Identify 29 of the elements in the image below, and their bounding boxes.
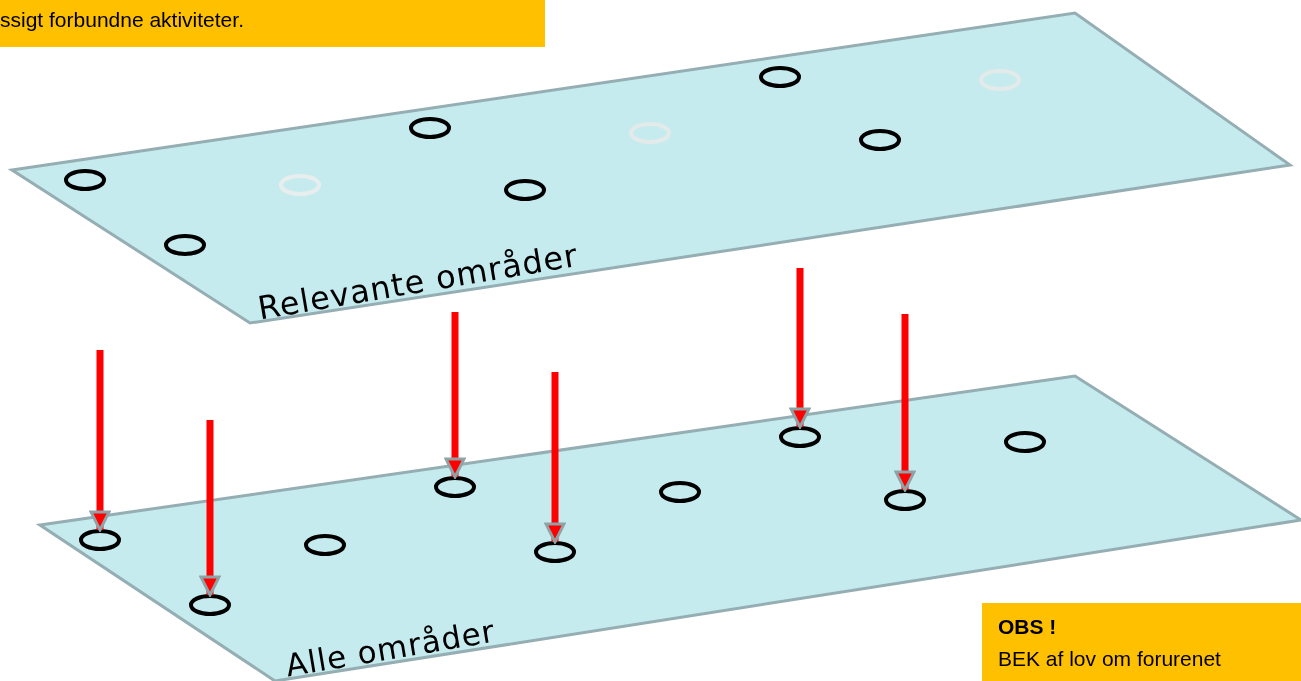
plane-panel xyxy=(36,372,1301,681)
note-text: OBS ! xyxy=(998,615,1057,639)
note-text: BEK af lov om forurenet xyxy=(998,647,1221,671)
ring-mark xyxy=(859,129,901,151)
ring-mark xyxy=(279,174,321,196)
ring-mark xyxy=(779,426,821,448)
arrow xyxy=(894,314,916,492)
ring-mark xyxy=(504,179,546,201)
ring-mark xyxy=(64,169,106,191)
ring-mark xyxy=(759,66,801,88)
ring-mark xyxy=(979,69,1021,91)
ring-mark xyxy=(629,122,671,144)
ring-mark xyxy=(79,529,121,551)
ring-mark xyxy=(884,489,926,511)
arrow xyxy=(544,372,566,544)
ring-mark xyxy=(189,594,231,616)
ring-mark xyxy=(164,234,206,256)
arrow xyxy=(789,268,811,429)
plane-label: Relevante områder xyxy=(255,235,581,328)
ring-mark xyxy=(534,541,576,563)
ring-mark xyxy=(304,534,346,556)
ring-mark xyxy=(434,476,476,498)
ring-mark xyxy=(659,481,701,503)
note-text: ssigt forbundne aktiviteter. xyxy=(0,8,244,32)
ring-mark xyxy=(409,117,451,139)
arrow xyxy=(444,312,466,479)
arrow xyxy=(89,350,111,532)
plane-label: Alle områder xyxy=(283,612,498,681)
ring-mark xyxy=(1004,431,1046,453)
